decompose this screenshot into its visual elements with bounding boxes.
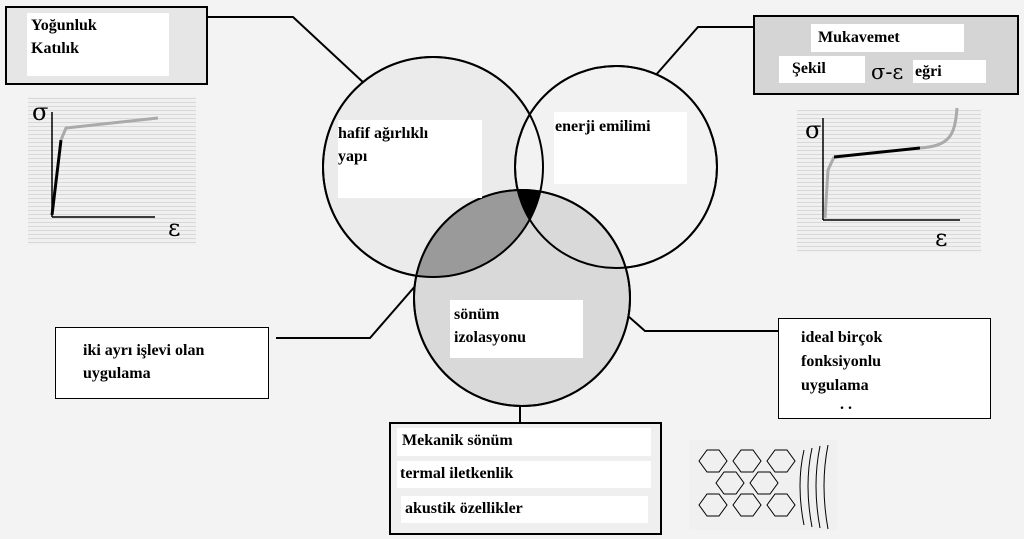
curve-label: eğri [915,63,942,80]
multi-function-box [778,318,991,419]
left-graph-epsilon: ε [168,214,181,242]
multi-functional-label: fonksiyonlu [801,353,882,370]
stiffness-label: Katılık [31,40,80,57]
honeycomb-icon [689,440,837,530]
sigma-epsilon-label: σ-ε [871,60,904,84]
energy-absorption-label: enerji emilimi [555,118,651,135]
left-stress-strain-graph [28,97,196,245]
density-label: Yoğunluk [31,17,97,34]
acoustic-properties-label: akustik özellikler [405,500,523,517]
energy-label-bg [554,112,687,184]
isolation-label: izolasyonu [454,329,527,346]
dual-application-label: uygulama [83,365,151,382]
right-stress-strain-graph [797,107,981,253]
mech-damping-bg [397,428,651,456]
left-graph-sigma: σ [32,98,49,126]
strength-title-bg [811,24,964,52]
dual-function-label: iki ayrı işlevi olan [83,342,205,359]
multi-ideal-label: ideal birçok [801,329,883,346]
thermal-conductivity-label: termal iletkenlik [400,465,514,482]
right-graph-epsilon: ε [935,224,948,252]
multi-dots: . . [840,396,852,413]
mechanical-damping-label: Mekanik sönüm [402,432,513,449]
damping-label: sönüm [454,306,500,323]
multi-application-label: uygulama [801,377,869,394]
curve-label-bg [913,60,986,83]
damping-label-bg [450,300,583,358]
thermal-bg [397,461,651,488]
shape-label: Şekil [792,60,826,77]
left-damping-overlap [414,190,543,277]
light-label-bg [338,120,482,198]
strength-title: Mukavemet [818,29,900,46]
acoustic-bg [401,496,648,523]
light-weight-label: hafif ağırlıklı [338,125,429,142]
density-label-bg [27,13,169,76]
right-graph-sigma: σ [805,116,822,144]
shape-label-bg [779,56,865,83]
dual-function-box [55,327,269,399]
structure-label: yapı [338,148,368,165]
